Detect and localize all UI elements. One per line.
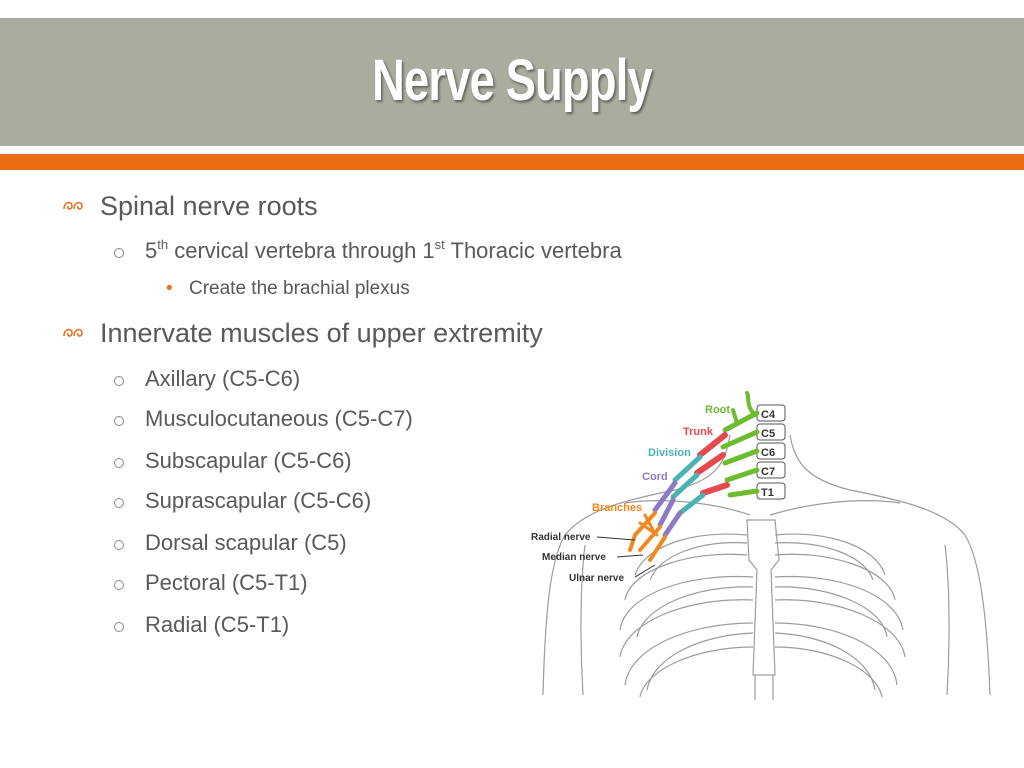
label-branches: Branches (592, 502, 642, 514)
brachial-plexus-diagram: C4 C5 C6 C7 T1 Root Trunk Division Cord … (531, 391, 991, 700)
dot-bullet-icon: • (166, 278, 173, 299)
vertebra-label: C5 (761, 428, 775, 440)
label-trunk: Trunk (683, 426, 714, 438)
nerve-bundle (628, 391, 760, 562)
circle-bullet-icon (114, 498, 124, 508)
label-leaders (596, 536, 656, 578)
skeleton-outline (542, 434, 991, 700)
slide-title: Nerve Supply (372, 48, 653, 113)
title-bar (0, 18, 1024, 146)
accent-divider (0, 154, 1024, 170)
vertebra-label: C6 (761, 447, 775, 459)
circle-bullet-icon (114, 540, 124, 550)
circle-bullet-icon (114, 376, 124, 386)
vertebrae-column: C4 C5 C6 C7 T1 (756, 404, 786, 500)
circle-bullet-icon (114, 458, 124, 468)
bullet-text: Innervate muscles of upper extremity (100, 318, 543, 348)
circle-bullet-icon (114, 416, 124, 426)
circle-bullet-icon (114, 248, 124, 258)
circle-bullet-icon (114, 622, 124, 632)
label-radial-nerve: Radial nerve (531, 532, 591, 543)
label-ulnar-nerve: Ulnar nerve (569, 573, 624, 584)
swirl-bullet-icon (63, 201, 83, 210)
vertebra-label: C7 (761, 466, 775, 478)
bullet-text: Spinal nerve roots (100, 191, 318, 221)
vertebra-label: T1 (761, 487, 774, 499)
label-division: Division (648, 447, 691, 459)
circle-bullet-icon (114, 580, 124, 590)
vertebra-label: C4 (761, 409, 776, 421)
swirl-bullet-icon (63, 328, 83, 337)
label-median-nerve: Median nerve (542, 552, 606, 563)
label-cord: Cord (642, 471, 668, 483)
label-root: Root (705, 404, 730, 416)
